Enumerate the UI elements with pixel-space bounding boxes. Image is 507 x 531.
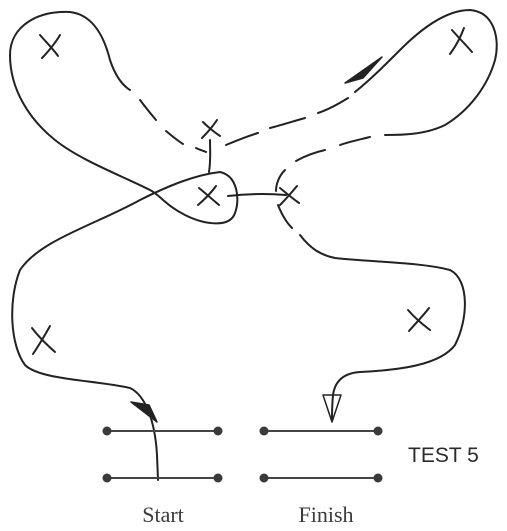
x-mark-icon: [201, 119, 221, 139]
x-mark-icon: [197, 185, 220, 206]
finish-gate: [259, 426, 383, 483]
start-gate: [102, 426, 223, 483]
route-dash-3: [195, 147, 207, 153]
route-dash-6: [317, 97, 349, 114]
route-stem-center: [208, 139, 212, 173]
x-mark-icon: [449, 27, 473, 55]
dot-icon: [259, 473, 269, 483]
dot-icon: [373, 473, 383, 483]
dot-icon: [213, 473, 223, 483]
arrowhead-icon: [344, 56, 383, 84]
x-mark-icon: [279, 185, 300, 206]
x-markers: [31, 27, 473, 355]
route-dash-7: [339, 136, 371, 146]
route-segment-start-left: [9, 10, 239, 481]
route-dash-9: [275, 169, 286, 192]
route-dash-5: [269, 117, 306, 129]
arrowhead-icon: [322, 394, 342, 423]
test-label: TEST 5: [408, 444, 479, 467]
arrowhead-icon: [130, 401, 158, 423]
dot-icon: [259, 426, 269, 436]
route-dash-2: [165, 130, 184, 145]
route-dash-1: [139, 99, 157, 121]
x-mark-icon: [31, 325, 56, 355]
route-segment-top-right: [354, 9, 498, 136]
dot-icon: [373, 426, 383, 436]
route-connector: [227, 192, 287, 197]
route-dash-8: [295, 149, 326, 162]
x-mark-icon: [39, 34, 61, 59]
route-dash-10: [277, 204, 293, 229]
route-dash-4: [225, 132, 259, 146]
x-mark-icon: [407, 307, 431, 332]
dot-icon: [102, 473, 112, 483]
dot-icon: [102, 426, 112, 436]
finish-label: Finish: [298, 502, 353, 527]
route-segment-finish: [299, 234, 466, 421]
route-path: [9, 9, 498, 481]
dot-icon: [213, 426, 223, 436]
arrowheads: [130, 56, 383, 423]
start-label: Start: [142, 502, 184, 527]
